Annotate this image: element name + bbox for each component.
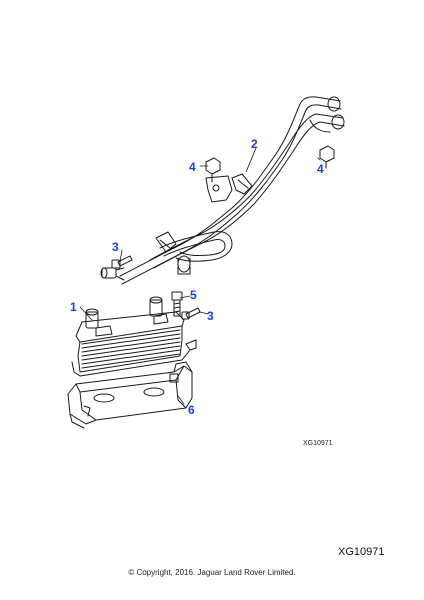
callout-2: 2 <box>251 137 258 151</box>
callout-1: 1 <box>70 300 77 314</box>
cooler-pipe-assembly <box>100 96 345 285</box>
bolt-lower-right <box>181 307 201 320</box>
cooler-bracket-plate <box>67 361 193 429</box>
nut-item-4-left <box>205 157 221 183</box>
copyright-notice: © Copyright, 2016. Jaguar Land Rover Lim… <box>128 568 296 577</box>
callout-3-upper: 3 <box>112 240 119 254</box>
diagram-reference-small: XG10971 <box>303 440 333 447</box>
nut-item-4-right <box>319 145 335 169</box>
callout-5: 5 <box>190 288 197 302</box>
bolt-upper-left <box>111 255 133 269</box>
mounting-bracket <box>205 175 233 203</box>
oil-cooler <box>71 296 197 377</box>
callout-4-left: 4 <box>189 160 196 174</box>
callout-4-right: 4 <box>317 162 324 176</box>
leader-lines <box>79 147 321 405</box>
diagram-reference-large: XG10971 <box>338 546 385 558</box>
callout-6: 6 <box>188 403 195 417</box>
callout-3-lower: 3 <box>207 309 214 323</box>
